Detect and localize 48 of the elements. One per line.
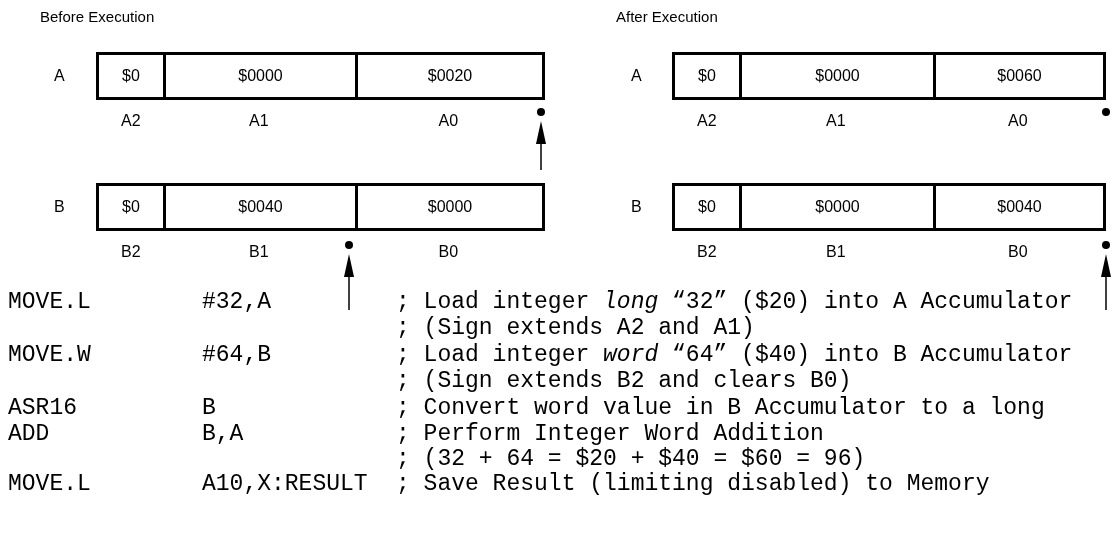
field-name: A0	[438, 112, 459, 130]
register-value: $0	[122, 198, 140, 216]
register-name: A	[54, 67, 65, 85]
panel-title: After Execution	[616, 8, 718, 25]
register-name: A	[631, 67, 642, 85]
field-name: B1	[826, 243, 846, 261]
field-name: B2	[121, 243, 141, 261]
panel-title: Before Execution	[40, 8, 155, 25]
register-value: $0	[698, 198, 716, 216]
comment: ; Convert word value in B Accumulator to a long	[396, 395, 1045, 421]
register-value: $0040	[238, 198, 283, 216]
register-value: $0000	[815, 67, 860, 85]
field-name: A2	[121, 112, 141, 130]
register-value: $0020	[427, 67, 473, 85]
register-value: $0000	[238, 67, 283, 85]
field-name: A0	[1008, 112, 1028, 130]
register-name: B	[54, 198, 65, 216]
comment: ; (Sign extends B2 and clears B0)	[396, 368, 852, 394]
register-value: $0040	[997, 198, 1042, 216]
field-name: B1	[249, 243, 269, 261]
register-value: $0000	[815, 198, 860, 216]
instruction: MOVE.L	[8, 471, 91, 497]
instruction: ASR16	[8, 395, 77, 421]
operand: B,A	[202, 421, 244, 447]
field-name: B0	[438, 243, 459, 261]
register-value: $0	[698, 67, 716, 85]
register-value: $0060	[997, 67, 1042, 85]
comment: ; (Sign extends A2 and A1)	[396, 315, 755, 341]
instruction: ADD	[8, 421, 50, 447]
field-name: A2	[697, 112, 717, 130]
field-name: A1	[826, 112, 846, 130]
comment: ; (32 + 64 = $20 + $40 = $60 = 96)	[396, 446, 866, 472]
field-name: A1	[249, 112, 269, 130]
field-name: B0	[1008, 243, 1028, 261]
register-value: $0000	[427, 198, 473, 216]
register-value: $0	[122, 67, 140, 85]
comment: ; Perform Integer Word Addition	[396, 421, 824, 447]
instruction: MOVE.L	[8, 289, 91, 315]
field-name: B2	[697, 243, 717, 261]
operand: A10,X:RESULT	[202, 471, 368, 497]
operand: B	[202, 395, 216, 421]
operand: #64,B	[202, 342, 271, 368]
comment: ; Save Result (limiting disabled) to Memory	[396, 471, 990, 497]
instruction: MOVE.W	[8, 342, 91, 368]
register-name: B	[631, 198, 642, 216]
comment: ; Load integer long “32” ($20) into A Accumulator	[396, 289, 1073, 315]
comment: ; Load integer word “64” ($40) into B Accumulator	[396, 342, 1073, 368]
operand: #32,A	[202, 289, 271, 315]
